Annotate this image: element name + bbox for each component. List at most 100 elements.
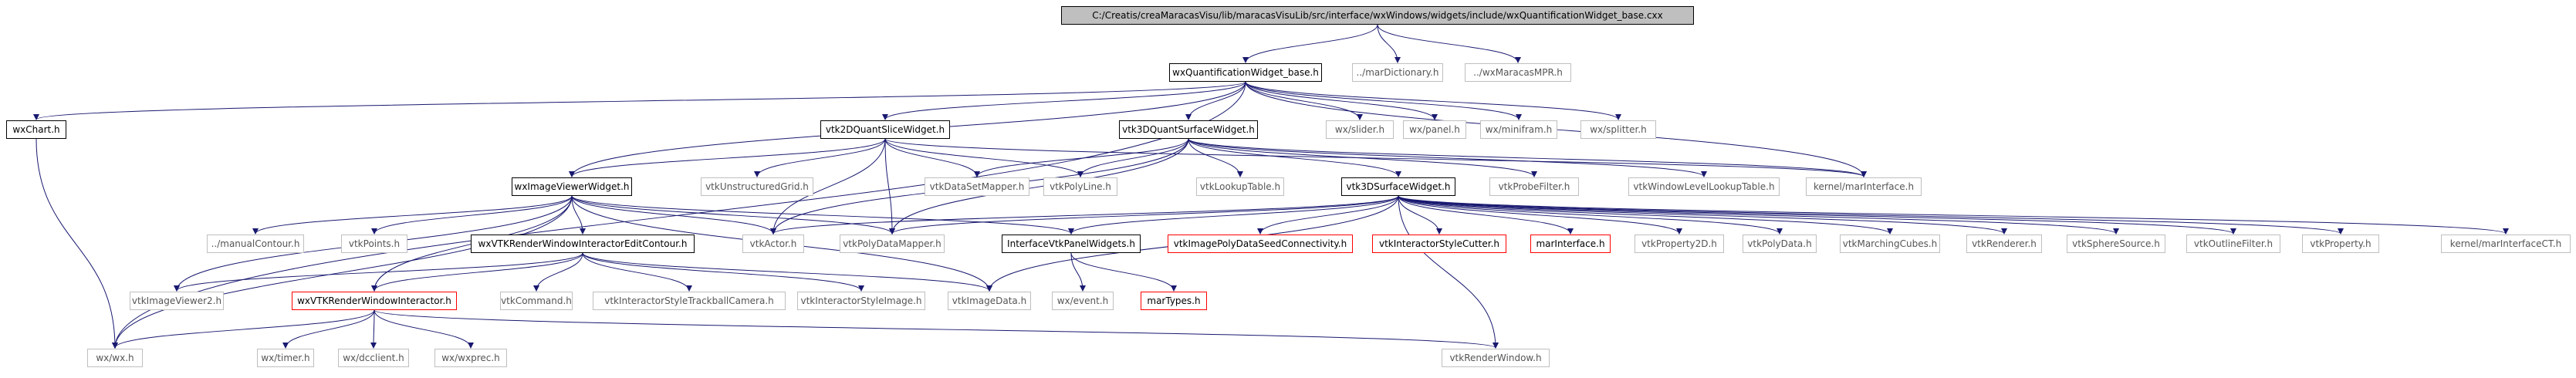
node-wxvtkrenderwindowinteractor[interactable]: wxVTKRenderWindowInteractor.h xyxy=(292,292,457,310)
edge-wximv-to-manc xyxy=(252,195,573,235)
edge-vtk3ds-to-vtkren xyxy=(1398,195,2007,235)
edge-wximv-to-vtkpdm xyxy=(571,195,895,235)
edge-wxvtkrwi-to-vtkrw xyxy=(374,309,1499,349)
edge-ivpw-to-martypes xyxy=(1070,252,1177,292)
edge-vtk3dq-to-vtkdsm xyxy=(974,138,1189,177)
edge-wximv-to-vtkactor xyxy=(571,195,776,235)
node-vtkrenderwindow: vtkRenderWindow.h xyxy=(1442,349,1550,367)
edge-wxqwb-to-wxminifram xyxy=(1245,81,1522,120)
node-vtk2dquantslicewidget[interactable]: vtk2DQuantSliceWidget.h xyxy=(820,120,950,139)
edge-vtk3ds-to-vtkprop xyxy=(1398,195,2344,235)
edge-wxvtkrwiec-to-vtkistc xyxy=(582,252,692,292)
edge-vtk3dq-to-vtkpl xyxy=(1077,138,1189,177)
edge-vtk3ds-to-kmict xyxy=(1398,195,2509,235)
edge-wxqwb-to-wxslider xyxy=(1245,81,1363,120)
node-vtkpolydatamapper: vtkPolyDataMapper.h xyxy=(840,235,945,253)
edge-vtk3ds-to-vtkp2d xyxy=(1398,195,1682,235)
node-vtklookuptable: vtkLookupTable.h xyxy=(1196,177,1284,196)
node-wximageviewerwidget[interactable]: wxImageViewerWidget.h xyxy=(512,177,632,196)
node-vtkimagedata: vtkImageData.h xyxy=(948,292,1031,310)
node-vtk3dquantsurfacewidget[interactable]: vtk3DQuantSurfaceWidget.h xyxy=(1119,120,1258,139)
edge-vtk3ds-to-vtkpd xyxy=(1398,195,1783,235)
node-vtkspheresource: vtkSphereSource.h xyxy=(2067,235,2165,253)
node-vtkwindowlevellookuptable: vtkWindowLevelLookupTable.h xyxy=(1628,177,1780,196)
node-manualcontour: ../manualContour.h xyxy=(207,235,304,253)
node-marinterface[interactable]: marInterface.h xyxy=(1530,235,1611,253)
edge-vtk3ds-to-vtkactor xyxy=(770,195,1399,235)
edge-vtk3ds-to-mari xyxy=(1398,195,1574,235)
node-vtkpolydata: vtkPolyData.h xyxy=(1743,235,1817,253)
node-vtkinteractorstylecutter[interactable]: vtkInteractorStyleCutter.h xyxy=(1372,235,1506,253)
node-interfacevtkpanelwidgets[interactable]: InterfaceVtkPanelWidgets.h xyxy=(1002,235,1141,253)
edge-root-to-wxqwb xyxy=(1242,24,1378,63)
node-wx-dcclient: wx/dcclient.h xyxy=(338,349,409,367)
edge-vtk2d-to-vtkpdm xyxy=(884,138,895,235)
edge-vtk3dq-to-vtk3ds xyxy=(1188,138,1401,177)
node-wx-splitter: wx/splitter.h xyxy=(1580,120,1656,139)
node-wxvtkrenderwindowinteractoreditcontour[interactable]: wxVTKRenderWindowInteractorEditContour.h xyxy=(471,235,695,253)
node-vtkimageviewer2: vtkImageViewer2.h xyxy=(130,292,224,310)
node-vtkoutlinefilter: vtkOutlineFilter.h xyxy=(2186,235,2280,253)
node-wx-minifram: wx/minifram.h xyxy=(1480,120,1557,139)
edge-wximv-to-wxvtkrwiec xyxy=(571,195,586,235)
edge-vtk3ds-to-vtkrw xyxy=(1398,195,1499,349)
node-wx-wx: wx/wx.h xyxy=(87,349,143,367)
node-vtkproperty: vtkProperty.h xyxy=(2302,235,2379,253)
node-kernel-marinterfacect: kernel/marInterfaceCT.h xyxy=(2441,235,2571,253)
edge-wxqwb-to-wxsplitter xyxy=(1245,81,1621,120)
node-wx-event: wx/event.h xyxy=(1052,292,1114,310)
edge-vtk3ds-to-vtkmc xyxy=(1398,195,1893,235)
edge-vtk3dq-to-vtkpf xyxy=(1188,138,1537,177)
node-vtkcommand: vtkCommand.h xyxy=(500,292,573,310)
node-vtkprobefilter: vtkProbeFilter.h xyxy=(1489,177,1579,196)
edge-vtk3ds-to-vtkipdsc xyxy=(1257,195,1399,235)
edge-wxvtkrwi-to-wxwx xyxy=(112,309,375,349)
edge-wxvtkrwiec-to-vtkisi xyxy=(582,252,864,292)
edge-root-to-mardict xyxy=(1377,24,1401,63)
edge-wximv-to-ivpw xyxy=(571,195,1074,235)
edge-ivpw-to-wxevent xyxy=(1070,252,1086,292)
edge-wxvtkrwiec-to-vtkcmd xyxy=(533,252,583,292)
node-vtkimagepolydataseedconnectivity[interactable]: vtkImagePolyDataSeedConnectivity.h xyxy=(1168,235,1353,253)
edge-wxqwb-to-vtk2d xyxy=(882,81,1246,120)
node-kernel-marinterface: kernel/marInterface.h xyxy=(1806,177,1922,196)
node-wxchart[interactable]: wxChart.h xyxy=(6,120,66,139)
node-martypes[interactable]: marTypes.h xyxy=(1141,292,1207,310)
node-vtkproperty2d: vtkProperty2D.h xyxy=(1635,235,1724,253)
edge-vtk3dq-to-kmi xyxy=(1188,138,1867,177)
edge-vtk2d-to-vtkug xyxy=(754,138,886,177)
node-vtkpoints: vtkPoints.h xyxy=(341,235,407,253)
edge-wxvtkrwiec-to-vtkid xyxy=(582,252,992,292)
node-wx-timer: wx/timer.h xyxy=(257,349,314,367)
node-vtkinteractorstyleimage: vtkInteractorStyleImage.h xyxy=(797,292,925,310)
edge-wxvtkrwi-to-wxtimer xyxy=(282,309,375,349)
edge-vtk3ds-to-vtkisc xyxy=(1398,195,1442,235)
node-vtkunstructuredgrid: vtkUnstructuredGrid.h xyxy=(701,177,813,196)
edge-vtk2d-to-vtkpl xyxy=(884,138,1083,177)
node-wx-panel: wx/panel.h xyxy=(1403,120,1466,139)
edge-vtk2d-to-wximv xyxy=(569,138,886,177)
node-vtkinteractorstyletrackballcamera: vtkInteractorStyleTrackballCamera.h xyxy=(593,292,786,310)
root-file-node: C:/Creatis/creaMaracasVisu/lib/maracasVi… xyxy=(1061,6,1694,25)
node-wx-wxprec: wx/wxprec.h xyxy=(434,349,507,367)
edge-wximv-to-vtkpts xyxy=(371,195,573,235)
edge-wxqwb-to-vtk3dq xyxy=(1185,81,1246,120)
edge-vtk3ds-to-vtkof xyxy=(1398,195,2236,235)
edge-vtk3dq-to-vtkpdm xyxy=(889,138,1189,235)
node-vtkmarchingcubes: vtkMarchingCubes.h xyxy=(1840,235,1940,253)
node-vtkactor: vtkActor.h xyxy=(742,235,804,253)
edge-root-to-wxmmpr xyxy=(1377,24,1521,63)
node-wxmaracasmpr: ../wxMaracasMPR.h xyxy=(1465,63,1571,82)
edge-wxvtkrwi-to-wxwxprec xyxy=(374,309,474,349)
edge-vtk2d-to-kmi xyxy=(884,138,1867,177)
node-vtk3dsurfacewidget[interactable]: vtk3DSurfaceWidget.h xyxy=(1341,177,1455,196)
node-vtkdatasetmapper: vtkDataSetMapper.h xyxy=(925,177,1029,196)
node-wx-slider: wx/slider.h xyxy=(1326,120,1394,139)
edge-vtk3ds-to-vtkss xyxy=(1398,195,2119,235)
node-vtkpolyline: vtkPolyLine.h xyxy=(1043,177,1117,196)
edge-wxvtkrwiec-to-wxvtkrwi xyxy=(371,252,583,292)
node-wxquantificationwidget-base[interactable]: wxQuantificationWidget_base.h xyxy=(1169,63,1322,82)
edge-vtk3dq-to-vtkwll xyxy=(1188,138,1707,177)
node-vtkrenderer: vtkRenderer.h xyxy=(1966,235,2042,253)
